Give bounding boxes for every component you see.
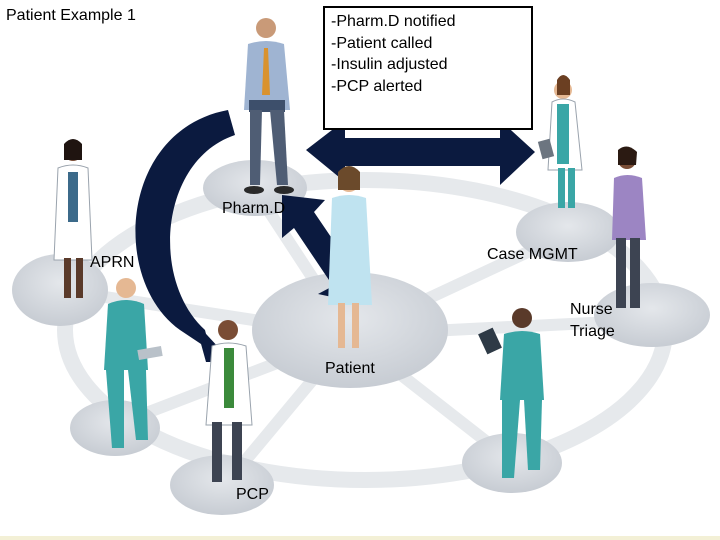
nurse-triage-label-line: Nurse — [570, 301, 613, 318]
aprn-label: APRN — [90, 254, 135, 271]
aprn-disc — [12, 254, 108, 326]
patient-label: Patient — [325, 360, 375, 377]
pharmacist-figure-icon — [244, 18, 294, 194]
case-manager-woman-figure-icon — [612, 146, 646, 308]
note-line: -Pharm.D notified — [331, 13, 456, 30]
pcp-figure-icon — [205, 320, 253, 482]
aprn-figure-icon — [104, 278, 163, 448]
bottom-accent-line — [0, 536, 720, 540]
pharmd-case-mgmt-arrow — [306, 120, 535, 185]
patient-figure-icon — [328, 166, 372, 348]
patient-disc — [252, 272, 448, 388]
notes-box: -Pharm.D notified -Patient called -Insul… — [323, 6, 533, 130]
note-line: -Patient called — [331, 34, 433, 52]
case-mgmt-label: Case MGMT — [487, 246, 578, 263]
doctor-woman-figure-icon — [53, 139, 93, 298]
tablet-nurse-figure-icon — [478, 308, 544, 478]
pcp-label: PCP — [236, 486, 269, 503]
case-mgmt-disc — [516, 202, 620, 262]
pharmd-label: Pharm.D — [222, 200, 286, 217]
pcp-disc — [170, 455, 274, 515]
case-manager-figure-icon — [537, 75, 583, 208]
page-title: Patient Example 1 — [6, 7, 136, 24]
note-line: -PCP alerted — [331, 77, 423, 95]
note-line: -Insulin adjusted — [331, 56, 448, 73]
nurse-triage-label: Nurse Triage — [570, 299, 615, 343]
nurse-triage-label-line: Triage — [570, 323, 615, 340]
